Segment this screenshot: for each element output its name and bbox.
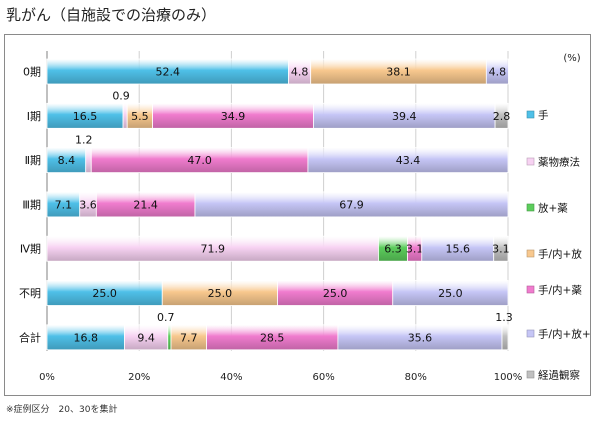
legend-item: 手/内+放+薬 [538,328,590,341]
data-label: 15.6 [446,243,471,256]
data-label: 52.4 [156,66,181,79]
bar-segment [378,235,408,262]
category-label: 不明 [19,287,41,300]
x-tick-label: 100% [494,372,523,383]
x-tick-label: 40% [220,372,242,383]
data-label: 7.7 [180,331,198,344]
bar-segment [501,324,509,351]
legend-swatch [526,370,535,379]
bar-segment [392,280,509,306]
data-label: 2.8 [493,110,511,123]
bar-segment [167,324,172,351]
legend-item: 手 [538,109,549,122]
data-label: 25.0 [323,287,348,300]
data-label: 25.0 [208,287,233,300]
legend-swatch [526,329,535,338]
bar-segment [493,235,509,262]
bar-segment [126,102,153,129]
data-label: 67.9 [339,198,364,211]
x-tick-label: 80% [405,372,427,383]
data-label: 3.1 [492,243,510,256]
data-label: 5.5 [131,110,149,123]
legend-swatch [526,157,535,166]
legend-item: 経過観察 [538,369,580,382]
unit-label: (%) [563,53,580,64]
data-label: 1.3 [495,311,513,324]
bar-segment [152,102,314,129]
data-label: 4.8 [489,66,507,79]
bar-segment [194,191,509,218]
category-label: 合計 [19,330,41,344]
legend-item: 薬物療法 [538,156,580,169]
x-tick-label: 60% [312,372,334,383]
bar-segment [46,102,124,129]
legend-swatch [526,203,535,212]
data-label: 7.1 [55,198,73,211]
stacked-bar-chart: 0% 20% 40% 60% 80% 100% (%) 0期 52.4 4.8 38.1 4.8Ⅰ期 1… [19,51,590,383]
data-label: 39.4 [392,110,417,123]
x-tick-label: 0% [39,372,55,383]
bar-segment [95,191,196,218]
data-label: 4.8 [291,66,309,79]
data-label: 8.4 [58,154,76,167]
bar-segment [277,280,394,306]
bar-segment [337,324,503,351]
bar-segment [161,280,278,306]
page-title: 乳がん（自施設での治療のみ） [6,6,217,24]
legend-swatch [526,285,535,294]
data-label: 6.3 [384,243,402,256]
data-label: 35.6 [408,331,433,344]
x-tick-label: 20% [128,372,150,383]
category-label: Ⅰ期 [27,110,41,123]
bar-segment [485,58,509,85]
data-label: 21.4 [133,198,158,211]
data-label: 38.1 [386,66,411,79]
bar-segment [46,191,81,218]
category-label: Ⅳ期 [20,243,41,256]
data-label: 3.6 [79,198,97,211]
data-label: 28.5 [260,331,285,344]
bar-segment [310,58,487,85]
data-label: 47.0 [187,154,212,167]
bar-segment [85,147,92,173]
data-label: 43.4 [396,154,421,167]
bar-segment [46,58,289,85]
bar-segment [124,324,169,351]
data-label: 16.8 [73,331,98,344]
data-label: 25.0 [92,287,117,300]
bar-segment [46,147,87,173]
data-label: 3.1 [406,243,424,256]
legend-swatch [526,110,535,119]
data-label: 0.9 [112,89,130,102]
bar-segment [206,324,339,351]
bar-segment [313,102,496,129]
legend-item: 放+薬 [538,202,568,215]
bar-segment [494,102,509,129]
footnote: ※症例区分 20、30を集計 [6,405,118,415]
category-label: Ⅱ期 [25,154,41,167]
legend-swatch [526,249,535,258]
bar-segment [122,102,128,129]
data-label: 0.7 [157,311,175,324]
legend-item: 手/内+放 [538,248,582,261]
bar-segment [421,235,495,262]
bar-segment [307,147,509,173]
data-label: 25.0 [438,287,463,300]
data-label: 34.9 [221,110,246,123]
category-label: Ⅲ期 [22,198,41,211]
legend-item: 手/内+薬 [538,284,582,297]
bar-segment [90,147,309,173]
data-label: 9.4 [137,331,155,344]
data-label: 16.5 [73,110,98,123]
category-label: 0期 [23,66,41,79]
data-label: 1.2 [75,134,93,147]
data-label: 71.9 [200,243,225,256]
